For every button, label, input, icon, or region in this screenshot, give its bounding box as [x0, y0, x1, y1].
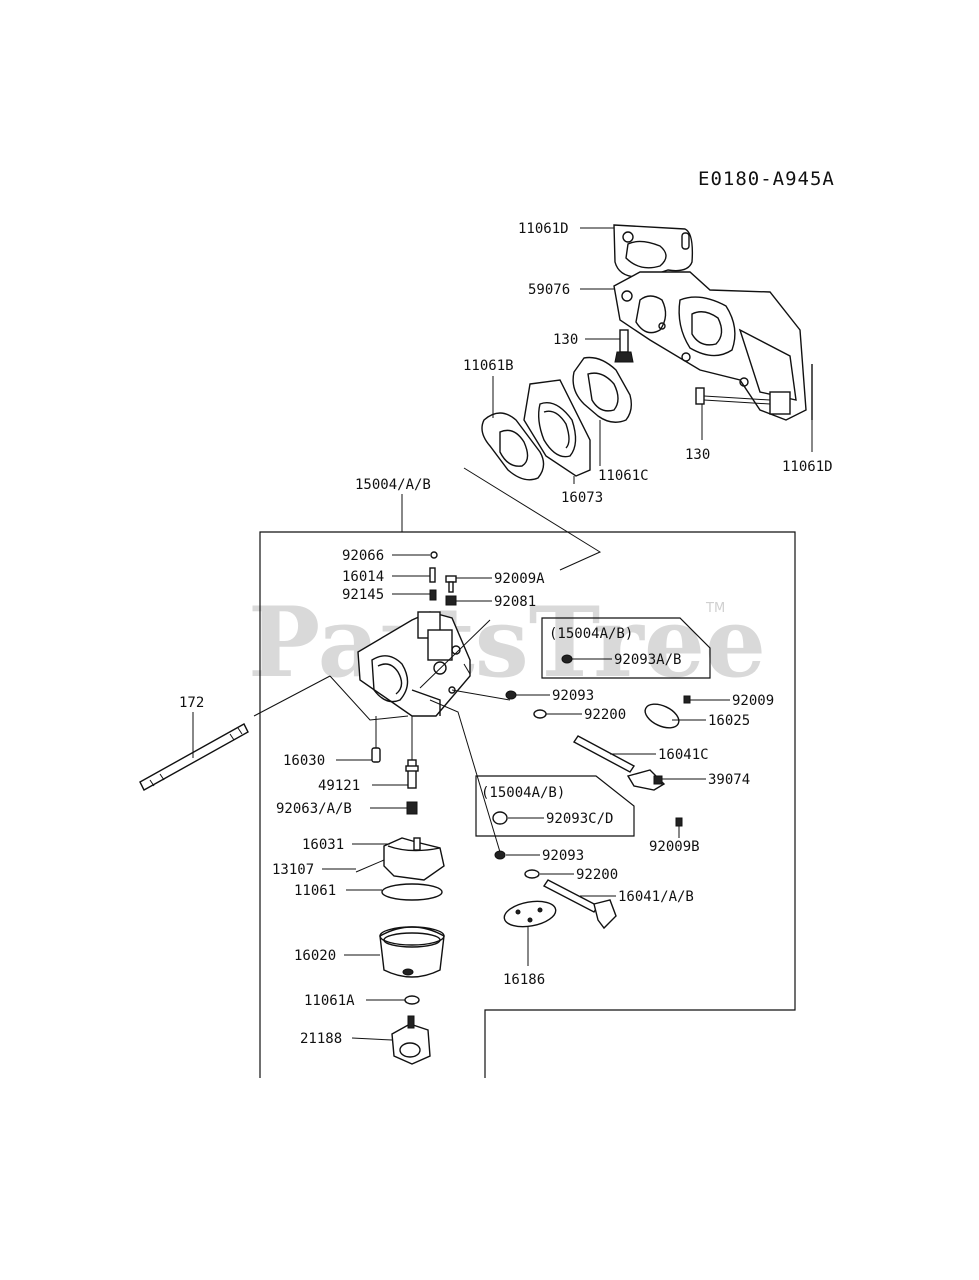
label-49121: 49121: [318, 778, 360, 794]
label-16030: 16030: [283, 753, 325, 769]
label-92093ab: 92093A/B: [614, 652, 681, 668]
part-92145-shape: [429, 589, 437, 601]
washer-11061a: [404, 995, 420, 1005]
guide-line-body-upper: [419, 619, 491, 689]
label-130-lower: 130: [685, 447, 710, 463]
part-labels: 11061D 59076 130 11061B 130 11061D 11061…: [179, 221, 833, 1047]
subassembly-box-upper: (15004A/B): [541, 617, 711, 679]
washer-92200-upper: [533, 709, 547, 719]
label-11061d-top: 11061D: [518, 221, 569, 237]
part-49121-shape: [405, 716, 419, 789]
part-92066-shape: [430, 551, 438, 559]
guide-line-gasket: [463, 467, 602, 571]
part-92009a-shape: [445, 575, 457, 593]
part-16014-shape: [429, 567, 436, 583]
label-92063ab: 92063/A/B: [276, 801, 352, 817]
carburetor-body: [357, 611, 471, 717]
throttle-shaft-16041c: [572, 735, 636, 773]
label-21188: 21188: [300, 1031, 342, 1047]
label-92093cd: 92093C/D: [546, 811, 613, 827]
label-11061d-right: 11061D: [782, 459, 833, 475]
label-92066: 92066: [342, 548, 384, 564]
label-16014: 16014: [342, 569, 384, 585]
label-92081: 92081: [494, 594, 536, 610]
trademark-symbol: TM: [705, 601, 725, 616]
screw-92009: [683, 695, 691, 704]
label-11061c: 11061C: [598, 468, 649, 484]
part-16030-shape: [371, 716, 381, 763]
label-92145: 92145: [342, 587, 384, 603]
guide-line-throttle: [451, 689, 511, 701]
guide-line-choke: [429, 699, 501, 853]
washer-92200-lower: [524, 869, 540, 879]
label-16020: 16020: [294, 948, 336, 964]
leader-lines: [192, 227, 813, 1041]
label-11061a: 11061A: [304, 993, 355, 1009]
insulator-16073: [523, 379, 591, 477]
label-92200-upper: 92200: [584, 707, 626, 723]
gasket-11061c: [572, 356, 633, 423]
diagram-code: E0180-A945A: [698, 168, 835, 190]
screw-172: [139, 675, 331, 791]
label-11061b: 11061B: [463, 358, 514, 374]
float-bowl-16020: [379, 926, 445, 978]
label-13107: 13107: [272, 862, 314, 878]
gasket-11061: [381, 883, 443, 901]
label-92200-lower: 92200: [576, 867, 618, 883]
insulator-59076: [613, 271, 807, 421]
subassembly-box-lower: (15004A/B): [475, 775, 635, 837]
part-92063-shape: [406, 801, 418, 815]
choke-plate-16186: [503, 900, 557, 928]
label-92009b: 92009B: [649, 839, 700, 855]
label-172: 172: [179, 695, 204, 711]
part-92081-shape: [445, 595, 457, 606]
throttle-lever-39074: [626, 769, 666, 791]
bolt-130-lower: [695, 387, 771, 405]
label-16031: 16031: [302, 837, 344, 853]
label-92093-lower: 92093: [542, 848, 584, 864]
seal-92093-lower: [494, 850, 506, 860]
label-59076: 59076: [528, 282, 570, 298]
label-16186: 16186: [503, 972, 545, 988]
label-15004ab: 15004/A/B: [355, 477, 431, 493]
subassembly-label-upper: (15004A/B): [549, 626, 633, 642]
label-16041c: 16041C: [658, 747, 709, 763]
guide-line-body: [329, 675, 409, 721]
pin-13107-shape: [355, 859, 385, 873]
screw-92009b: [675, 817, 683, 827]
choke-shaft-16041ab: [542, 879, 617, 930]
label-16041ab: 16041/A/B: [618, 889, 694, 905]
label-130-upper: 130: [553, 332, 578, 348]
gasket-11061d-top: [613, 224, 694, 278]
float-16031: [383, 837, 445, 881]
bolt-130-upper: [614, 329, 634, 363]
label-11061: 11061: [294, 883, 336, 899]
label-16025: 16025: [708, 713, 750, 729]
solenoid-21188: [391, 1015, 431, 1065]
label-39074: 39074: [708, 772, 750, 788]
seal-92093-upper: [505, 690, 517, 700]
subassembly-label-lower: (15004A/B): [481, 785, 565, 801]
label-92009a: 92009A: [494, 571, 545, 587]
label-92009: 92009: [732, 693, 774, 709]
gasket-11061b: [481, 412, 545, 481]
assembly-frame: [259, 494, 796, 1078]
throttle-plate-16025: [644, 703, 680, 729]
label-16073: 16073: [561, 490, 603, 506]
label-92093-upper: 92093: [552, 688, 594, 704]
